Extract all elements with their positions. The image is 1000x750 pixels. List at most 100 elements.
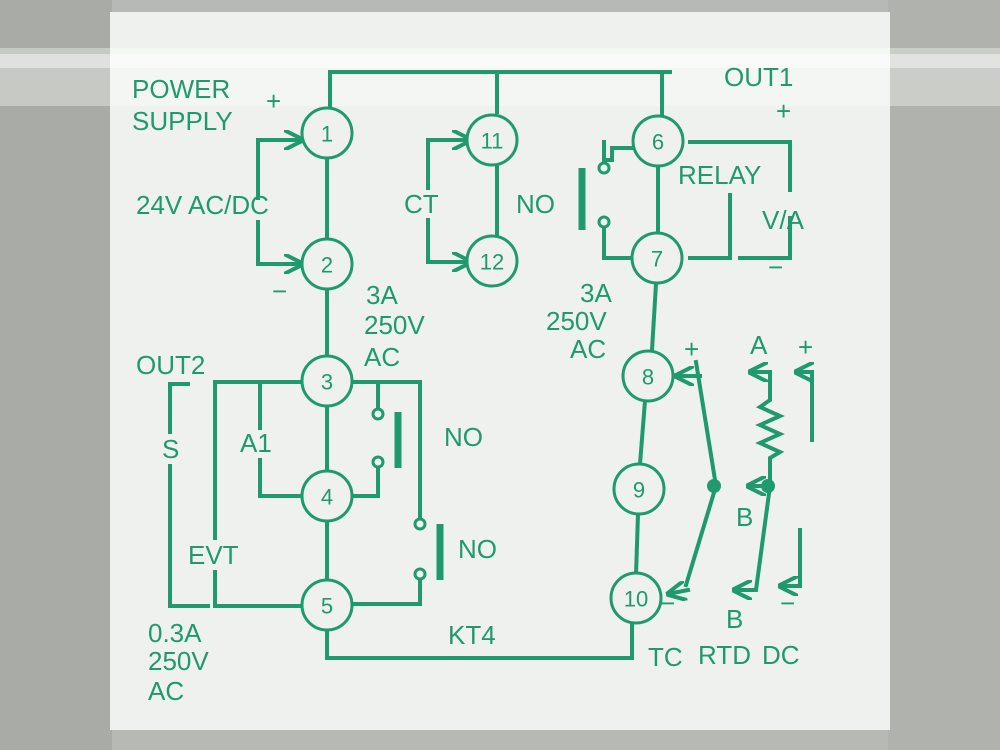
dc-minus-arrow [778,528,802,586]
no-upper-contact-bottom [371,455,385,469]
terminal-8: 8 [621,349,675,403]
housing-right-edge [888,0,1000,750]
out1-rating-current: 3A [580,278,612,308]
relay-contact-top-wire [602,140,634,162]
terminal-7-label: 7 [651,247,663,272]
va-plus-wire [688,140,792,192]
terminal-6: 6 [631,114,685,168]
terminal-3: 3 [300,354,354,408]
relay-contact-top [597,161,611,175]
wire-t8-t9 [637,398,648,467]
model-label: KT4 [448,620,496,650]
ct-lower-arrow [426,218,472,262]
evt-bracket-bottom [213,570,302,608]
terminal-2: 2 [300,237,354,291]
va-minus-wire [738,216,792,260]
rtd-b2-label: B [726,604,743,634]
power-plus-sign: + [266,86,281,116]
dc-plus-arrow [794,372,814,442]
tc-plus-sign: + [684,334,699,364]
no-lower-contact-top [413,517,427,531]
no-lower-label: NO [458,534,497,564]
housing-left-edge [0,0,112,750]
rtd-b-label: B [736,502,753,532]
rtd-resistor [755,370,785,488]
terminal-9: 9 [612,462,666,516]
out1-label: OUT1 [724,62,793,92]
out2-rating-current: 3A [366,280,398,310]
terminal-12-label: 12 [480,250,504,275]
out2-rating-voltage: 250V [364,310,425,340]
ct-label: CT [404,189,439,219]
kt4-bottom-wire [325,620,634,660]
a1-bracket-bottom [258,458,302,498]
dc-label: DC [762,640,800,670]
ct-upper-arrow [426,140,472,190]
evt-rating-voltage: 250V [148,646,209,676]
terminal-5-label: 5 [321,594,333,619]
s-bracket-top [168,382,190,434]
terminal-2-label: 2 [321,253,333,278]
wire-t9-t10 [633,511,641,578]
terminal-6-label: 6 [652,130,664,155]
tc-minus-arrow [668,590,691,594]
power-voltage-label: 24V AC/DC [136,190,269,220]
tc-label: TC [648,642,683,672]
terminal-8-label: 8 [642,365,654,390]
terminal-11-label: 11 [481,129,504,154]
dc-minus-sign: − [780,588,795,618]
rtd-a-label: A [750,330,768,360]
terminal-5: 5 [300,578,354,632]
a1-label: A1 [240,428,272,458]
out1-rating-voltage: 250V [546,306,607,336]
wire-t7-t8 [649,281,659,353]
no-lower-contact-bottom [413,567,427,581]
terminal-11: 11 [465,113,519,167]
evt-label: EVT [188,540,239,570]
power-plus-arrow [256,140,304,200]
a1-bracket-top [258,380,302,430]
terminal-7: 7 [630,231,684,285]
s-bracket-bottom [168,464,210,608]
terminal-1-label: 1 [321,122,333,147]
evt-rating-current: 0.3A [148,618,202,648]
out1-plus-sign: + [776,96,791,126]
terminal-9-label: 9 [633,478,645,503]
plastic-glare [0,48,1000,106]
power-minus-arrow [256,220,304,264]
out1-rating-ac: AC [570,334,606,364]
va-inner-wire [688,193,732,260]
relay-contact-bottom-wire [602,226,634,260]
terminal-4-label: 4 [321,485,333,510]
out1-minus-sign: − [768,252,783,282]
terminal-1: 1 [300,106,354,160]
dc-plus-sign: + [798,332,813,362]
terminal-3-label: 3 [321,370,333,395]
rtd-junction [761,479,775,493]
supply-label: SUPPLY [132,106,233,136]
tc-minus-sign: − [660,588,675,618]
no-lower-wire-top [352,380,422,520]
ct-no-label: NO [516,189,555,219]
relay-contact-bottom [597,215,611,229]
out2-rating-ac: AC [364,342,400,372]
no-upper-wire-bottom [352,466,380,498]
terminal-10: 10 [609,571,663,625]
rtd-b2-arrow [732,483,773,590]
out2-label: OUT2 [136,350,205,380]
relay-label: RELAY [678,160,761,190]
terminal-4: 4 [300,469,354,523]
rtd-label: RTD [698,640,751,670]
out2-s-label: S [162,434,179,464]
evt-rating-ac: AC [148,676,184,706]
tc-junction [707,479,721,493]
va-label: V/A [762,205,805,235]
no-upper-label: NO [444,422,483,452]
no-lower-wire-bottom [352,578,422,606]
no-upper-contact-top [371,407,385,421]
power-minus-sign: − [272,276,287,306]
terminal-12: 12 [465,234,519,288]
terminal-10-label: 10 [624,587,648,612]
